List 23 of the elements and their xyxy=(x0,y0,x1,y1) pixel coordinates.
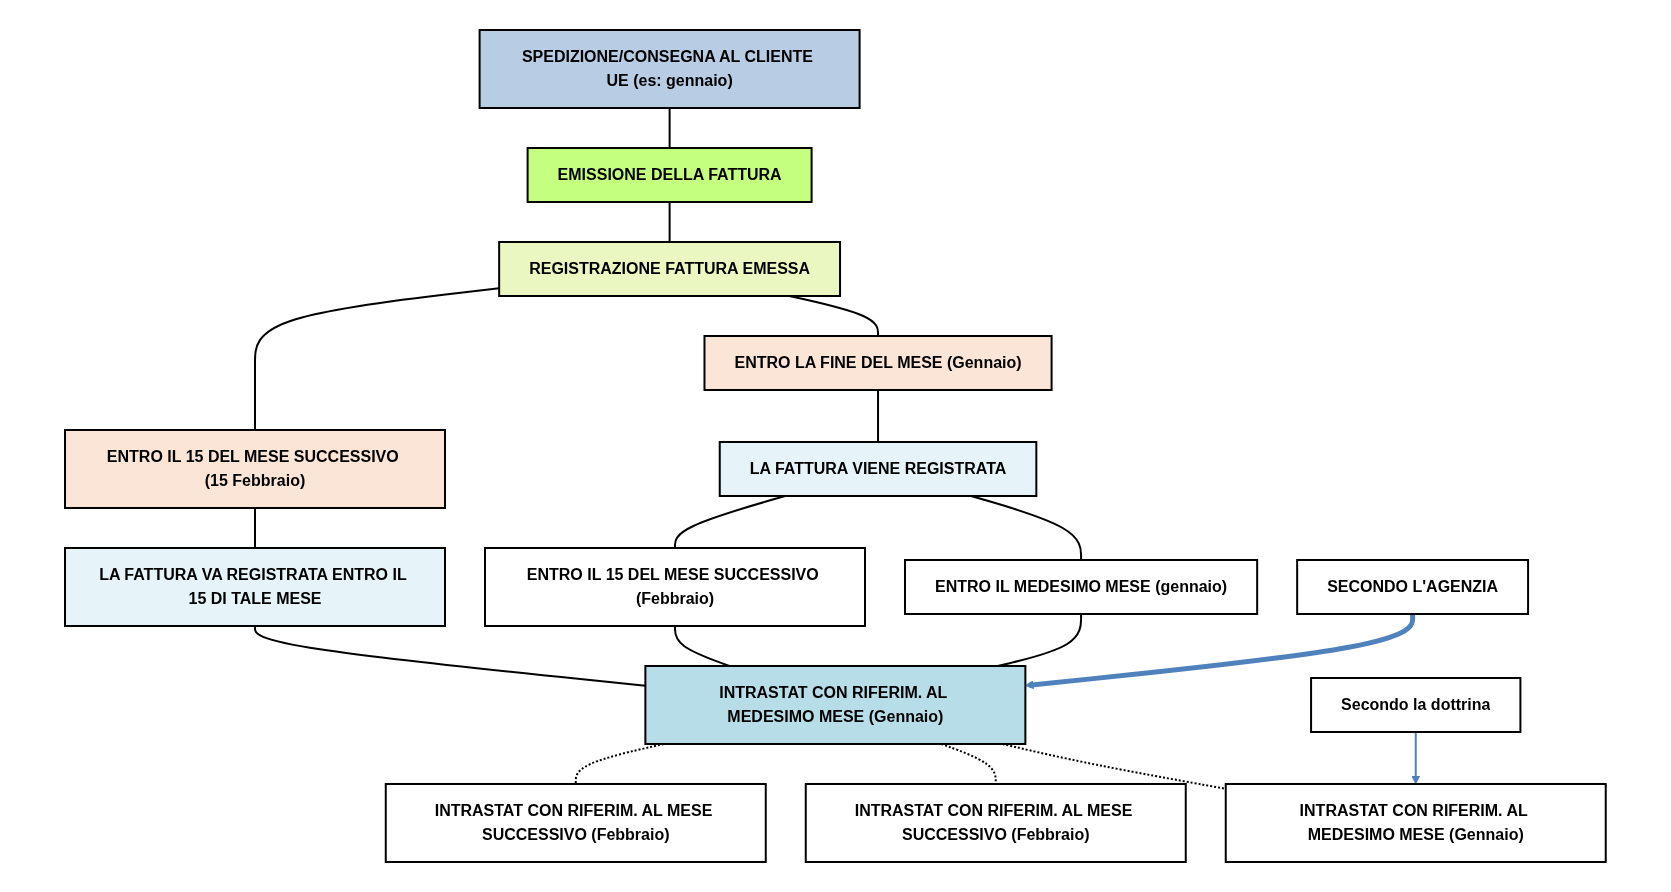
connector xyxy=(668,107,671,149)
connector xyxy=(668,201,671,243)
node-box: INTRASTAT CON RIFERIM. AL MESE SUCCESSIVO (Febbraio) xyxy=(804,783,1187,863)
node-box: INTRASTAT CON RIFERIM. AL MEDESIMO MESE (Gennaio) xyxy=(1224,783,1607,863)
connector xyxy=(877,389,880,443)
node-box: Secondo la dottrina xyxy=(1310,677,1522,733)
node-box: ENTRO IL MEDESIMO MESE (gennaio) xyxy=(904,559,1259,615)
arrow xyxy=(1411,731,1421,785)
node-box: INTRASTAT CON RIFERIM. AL MEDESIMO MESE (Gennaio) xyxy=(644,665,1027,745)
node-box: EMISSIONE DELLA FATTURA xyxy=(526,147,813,203)
node-box: SPEDIZIONE/CONSEGNA AL CLIENTE UE (es: gennaio) xyxy=(478,29,861,109)
node-box: INTRASTAT CON RIFERIM. AL MESE SUCCESSIVO (Febbraio) xyxy=(384,783,767,863)
node-box: ENTRO LA FINE DEL MESE (Gennaio) xyxy=(703,335,1053,391)
node-box: REGISTRAZIONE FATTURA EMESSA xyxy=(498,241,842,297)
connector xyxy=(254,507,257,549)
connector xyxy=(970,495,1083,561)
connector xyxy=(788,295,880,337)
node-box: ENTRO IL 15 DEL MESE SUCCESSIVO (Febbraio) xyxy=(484,547,867,627)
node-box: ENTRO IL 15 DEL MESE SUCCESSIVO (15 Febbraio) xyxy=(64,429,447,509)
node-box: LA FATTURA VA REGISTRATA ENTRO IL 15 DI TALE MESE xyxy=(64,547,447,627)
node-box: SECONDO L'AGENZIA xyxy=(1296,559,1530,615)
node-box: LA FATTURA VIENE REGISTRATA xyxy=(718,441,1038,497)
arrow xyxy=(1025,614,1416,690)
